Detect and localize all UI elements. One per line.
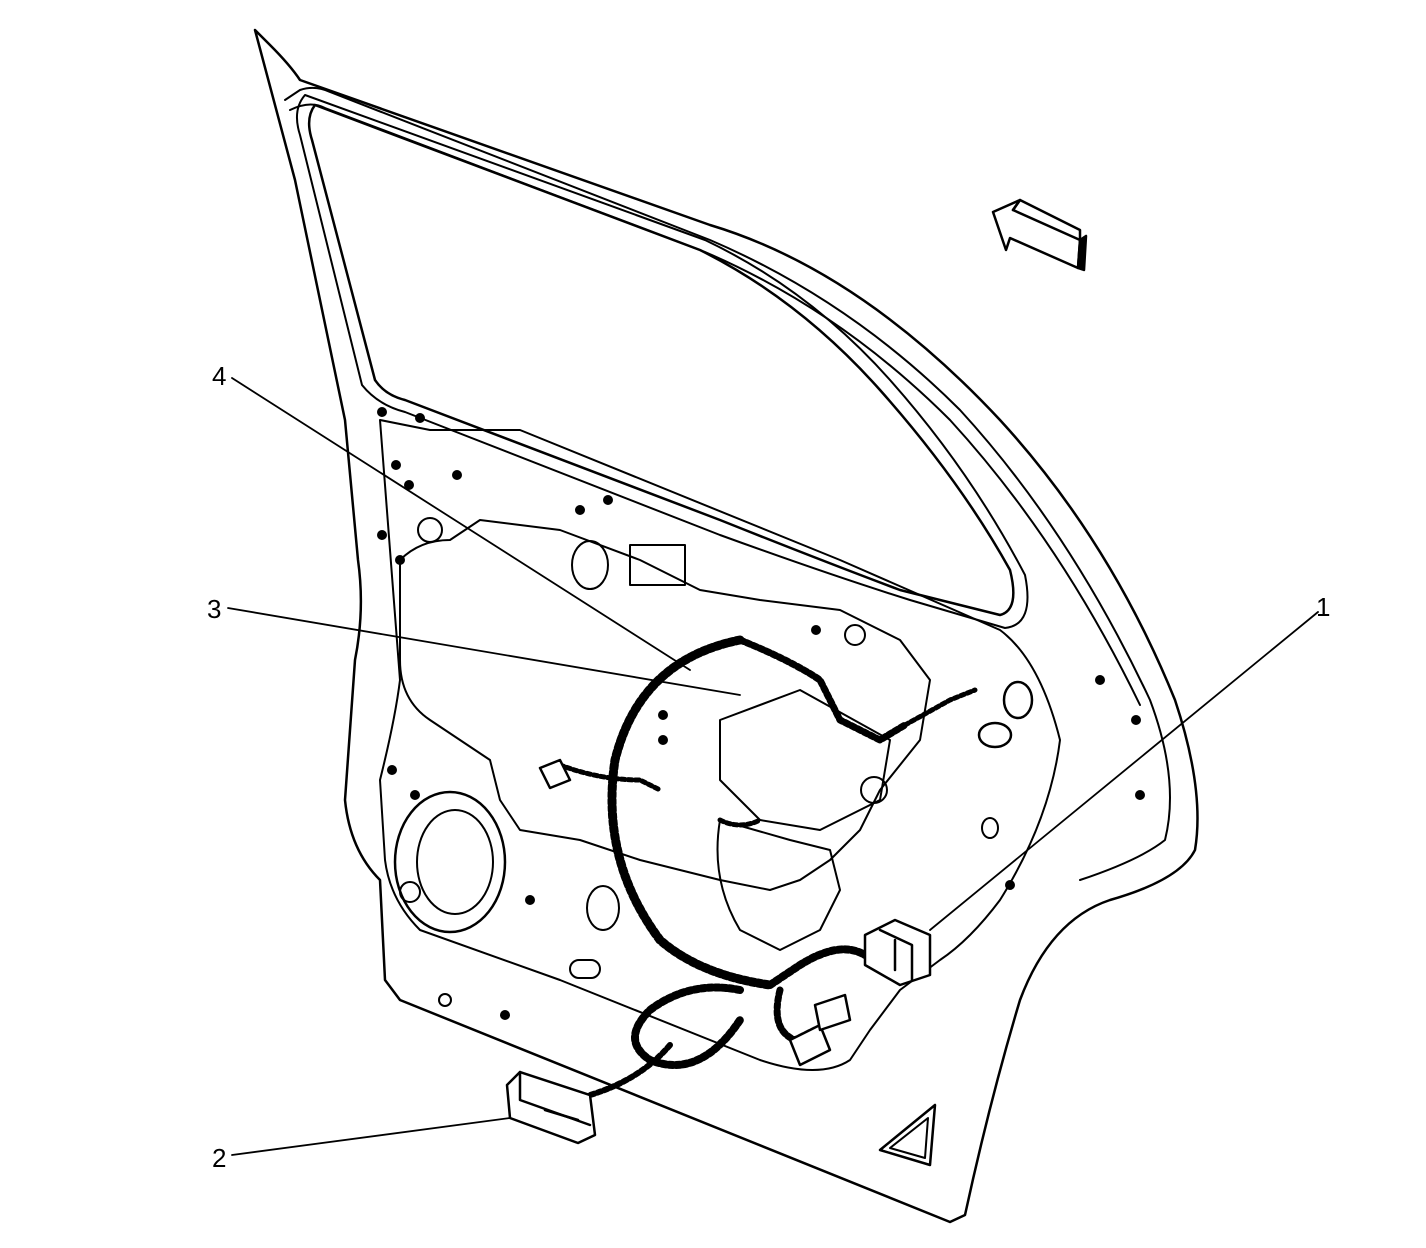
leader-line-2 <box>231 1117 511 1156</box>
wiring-harness <box>557 635 978 1098</box>
connector-1 <box>863 918 932 987</box>
direction-arrow-icon <box>991 198 1088 272</box>
window-opening <box>295 94 1029 629</box>
callout-label-4: 4 <box>212 361 227 391</box>
callout-label-1: 1 <box>1316 592 1331 622</box>
harness-connectors <box>505 680 1034 1145</box>
callout-label-2: 2 <box>212 1143 227 1173</box>
inner-door-panel <box>379 419 1061 1071</box>
speaker-opening <box>393 790 507 934</box>
leader-line-3 <box>227 607 741 696</box>
access-holes <box>377 407 1145 1020</box>
leader-line-4 <box>231 377 691 671</box>
leader-lines <box>227 377 1319 1156</box>
connector-small-b <box>538 680 1034 790</box>
drain-feature <box>878 1103 937 1167</box>
leader-line-1 <box>929 611 1319 931</box>
connector-2 <box>505 1070 597 1145</box>
callout-label-3: 3 <box>207 594 222 624</box>
connector-small-a <box>788 993 852 1067</box>
